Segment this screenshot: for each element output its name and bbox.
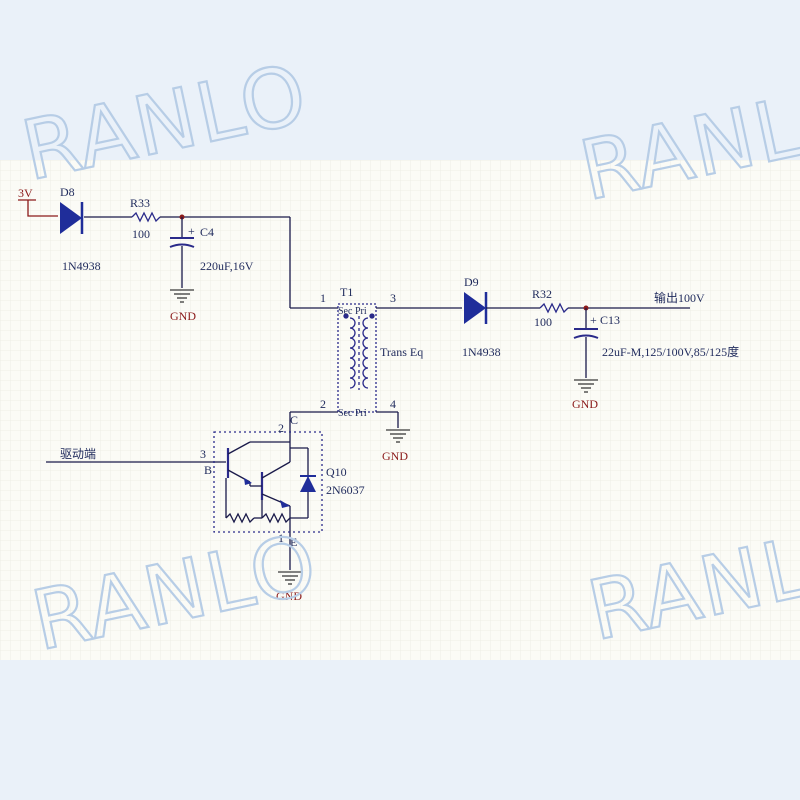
t1-pin-4: 4 (390, 397, 396, 411)
r33-value: 100 (132, 227, 150, 241)
t1-transformer (337, 303, 377, 413)
d9-designator: D9 (464, 275, 479, 289)
q10-pin-base-number: 3 (200, 447, 206, 461)
c4-capacitor (169, 243, 195, 248)
q10-base-label: B (204, 463, 212, 477)
c13-capacitor (573, 334, 599, 339)
c13-value: 22uF-M,125/100V,85/125度 (602, 344, 739, 359)
schematic-grid (0, 160, 800, 660)
c13-designator: C13 (600, 313, 620, 327)
c13-gnd-label: GND (572, 397, 598, 411)
t1-gnd-label: GND (382, 449, 408, 463)
output-net-label: 输出100V (654, 290, 705, 305)
d8-part-number: 1N4938 (62, 259, 101, 273)
q10-gnd-symbol (278, 571, 302, 585)
drive-net-label: 驱动端 (60, 447, 96, 461)
input-section (18, 199, 338, 309)
q10-part-number: 2N6037 (326, 483, 365, 497)
t1-designator: T1 (340, 285, 353, 299)
d8-designator: D8 (60, 185, 75, 199)
q10-emitter-label: E (290, 535, 297, 549)
q10-gnd-label: GND (276, 589, 302, 603)
r32-value: 100 (534, 315, 552, 329)
r32-resistor (539, 302, 569, 314)
v3-power-flag (18, 199, 58, 217)
v3-label: 3V (18, 186, 33, 200)
c4-gnd-label: GND (170, 309, 196, 323)
t1-gnd-symbol (386, 429, 410, 443)
c4-value: 220uF,16V (200, 259, 254, 273)
c13-gnd-symbol (574, 379, 598, 393)
d8-diode (60, 202, 84, 234)
c13-plus-sign: + (590, 313, 597, 327)
r33-resistor (131, 211, 161, 223)
q10-emitter-arrows (244, 478, 290, 508)
q10-designator: Q10 (326, 465, 347, 479)
q10-pin-emitter-number: 1 (278, 531, 284, 545)
t1-pin-3: 3 (390, 291, 396, 305)
r32-designator: R32 (532, 287, 552, 301)
c4-gnd-symbol (170, 289, 194, 303)
d9-part-number: 1N4938 (462, 345, 501, 359)
t1-value: Trans Eq (380, 345, 423, 359)
r33-designator: R33 (130, 196, 150, 210)
q10-collector-label: C (290, 413, 298, 427)
t1-sec-pri-top: Sec Pri (338, 306, 367, 317)
t1-pin-2: 2 (320, 397, 326, 411)
t1-sec-pri-bottom: Sec Pri (338, 408, 367, 419)
q10-clamp-diode (300, 475, 316, 492)
t1-pin-1: 1 (320, 291, 326, 305)
c4-plus-sign: + (188, 224, 195, 238)
q10-pin-collector-number: 2 (278, 421, 284, 435)
c4-designator: C4 (200, 225, 214, 239)
